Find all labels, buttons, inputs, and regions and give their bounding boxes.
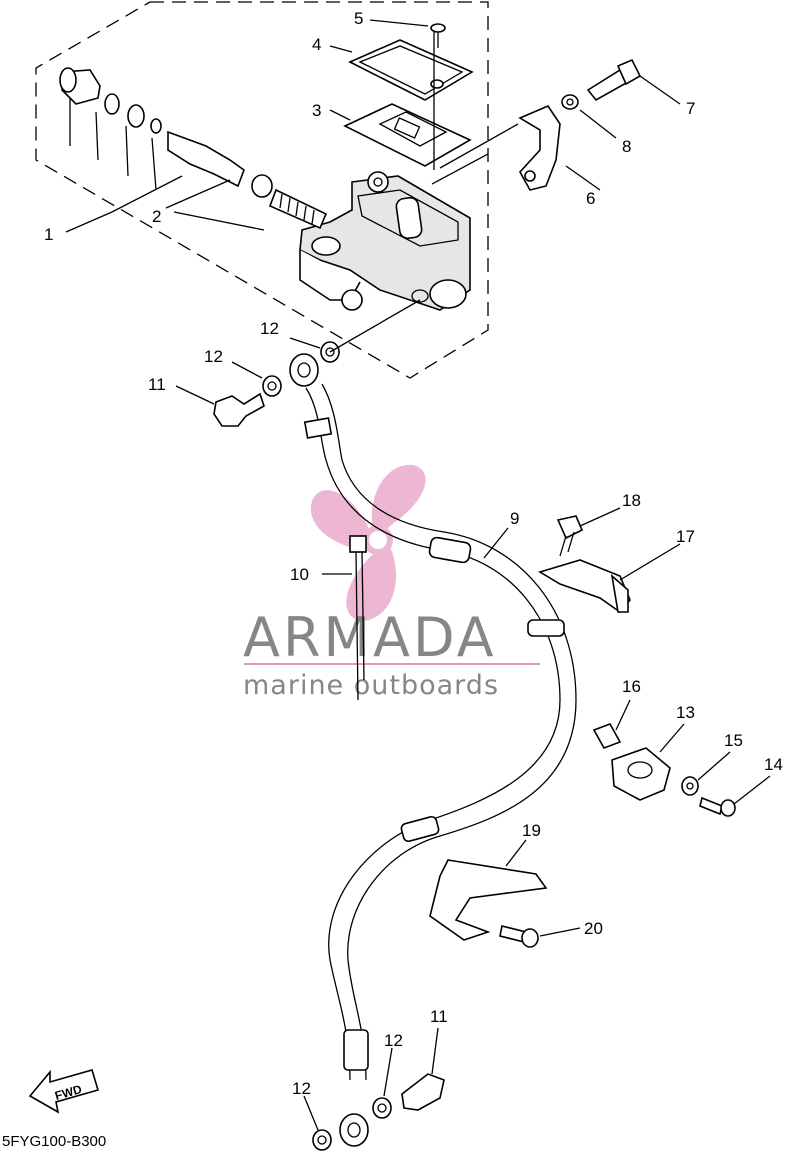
callout-13: 13 [676, 703, 695, 722]
part-cable-tie-10 [349, 535, 367, 701]
callout-3: 3 [312, 101, 321, 120]
callout-15: 15 [724, 731, 743, 750]
callout-9: 9 [510, 509, 519, 528]
callout-16: 16 [622, 677, 641, 696]
callout-12-lower-b: 12 [292, 1079, 311, 1098]
part-master-cylinder-body-1 [299, 171, 471, 311]
part-reservoir-cap-4 [348, 39, 474, 101]
callout-20: 20 [584, 919, 603, 938]
master-cylinder-assembly-boundary [35, 1, 489, 379]
callout-7: 7 [686, 99, 695, 118]
callout-18: 18 [622, 491, 641, 510]
callout-8: 8 [622, 137, 631, 156]
part-washer-15 [681, 776, 699, 796]
callout-11-upper: 11 [148, 375, 166, 394]
leader-lines [65, 19, 771, 1131]
part-bolt-18 [556, 515, 584, 557]
callout-12-upper-a: 12 [260, 319, 279, 338]
watermark-tagline: marine outboards [243, 670, 499, 701]
drawing-code: 5FYG100-B300 [2, 1133, 106, 1150]
part-washer-12-lower-b [312, 1129, 332, 1151]
callout-5: 5 [354, 9, 363, 28]
part-washer-12-upper-b [262, 375, 282, 397]
callout-14: 14 [764, 755, 783, 774]
part-washer-8 [561, 94, 579, 110]
watermark-logo [311, 465, 426, 621]
callout-17: 17 [676, 527, 695, 546]
callout-2: 2 [152, 207, 161, 226]
callout-6: 6 [586, 189, 595, 208]
callout-12-upper-b: 12 [204, 347, 223, 366]
part-washer-12-lower-a [372, 1097, 392, 1119]
callout-12-lower-a: 12 [384, 1031, 403, 1050]
part-bolt-7 [586, 58, 642, 102]
callout-4: 4 [312, 35, 321, 54]
part-collar-16 [592, 723, 622, 749]
part-piston-kit-2 [59, 67, 328, 230]
part-union-bolt-11-lower [401, 1073, 445, 1111]
callout-10: 10 [290, 565, 309, 584]
part-clamp-17 [538, 559, 631, 614]
callout-labels: 1 2 3 4 5 6 7 8 9 10 11 11 12 12 12 12 1… [44, 9, 783, 1098]
part-bracket-19 [429, 859, 548, 941]
callout-11-lower: 11 [430, 1007, 448, 1026]
watermark-brand: ARMADA [243, 606, 497, 669]
callout-1: 1 [44, 225, 53, 244]
part-clamp-13 [611, 747, 671, 801]
part-screw-14 [699, 796, 736, 817]
part-bolt-20 [499, 925, 539, 948]
part-diaphragm-3 [343, 103, 472, 167]
part-holder-6 [518, 105, 561, 191]
callout-19: 19 [522, 821, 541, 840]
part-screw-5 [430, 23, 446, 48]
fwd-arrow: FWD [28, 1069, 99, 1114]
part-union-bolt-11-upper [213, 392, 265, 427]
part-brake-hose-9 [289, 353, 577, 1147]
